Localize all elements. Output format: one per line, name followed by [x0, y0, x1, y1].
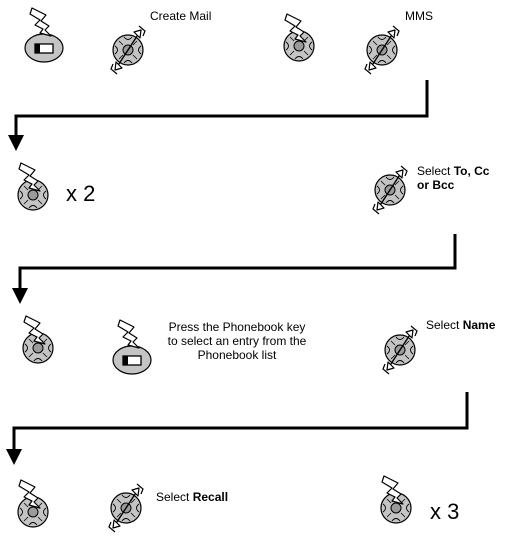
select-to-cc-bcc-label: Select To, Cc or Bcc	[417, 164, 517, 192]
navkey-center-press-icon-3	[22, 315, 54, 364]
navkey-scroll-icon-4	[382, 325, 418, 375]
name-text: Name	[462, 318, 496, 332]
navkey-center-press-icon-1	[283, 13, 315, 62]
navkey-scroll-icon-2	[364, 25, 400, 75]
select-word: Select	[426, 318, 460, 332]
select-name-label: Select Name	[426, 318, 495, 332]
phonebook-instruction: Press the Phonebook key to select an ent…	[152, 320, 322, 362]
select-recall-label: Select Recall	[156, 490, 228, 504]
select-word: Select	[417, 164, 451, 178]
mms-label: MMS	[405, 9, 433, 23]
navkey-center-press-icon-4	[17, 479, 49, 528]
navkey-scroll-icon-3	[372, 165, 408, 215]
to-cc-text: To, Cc	[453, 164, 490, 178]
times-two-label: x 2	[66, 181, 96, 206]
navkey-center-press-icon-5	[380, 475, 412, 524]
create-mail-label: Create Mail	[150, 9, 212, 23]
phonebook-line-3: Phonebook list	[197, 348, 277, 362]
flow-arrow-icon-3	[6, 392, 469, 465]
times-three-label: x 3	[430, 499, 460, 524]
navkey-center-press-icon-2	[17, 162, 49, 211]
recall-text: Recall	[192, 490, 229, 504]
navkey-scroll-icon-5	[108, 483, 144, 533]
phonebook-line-1: Press the Phonebook key	[168, 320, 306, 334]
phonebook-line-2: to select an entry from the	[167, 334, 307, 348]
select-word: Select	[156, 490, 190, 504]
flow-arrow-icon-1	[8, 80, 429, 151]
flow-arrow-icon-2	[12, 234, 457, 304]
softkey-press-icon-2	[112, 319, 152, 375]
softkey-press-icon-1	[24, 7, 64, 63]
or-bcc-text: or Bcc	[417, 178, 455, 192]
navkey-scroll-icon-1	[110, 25, 146, 75]
